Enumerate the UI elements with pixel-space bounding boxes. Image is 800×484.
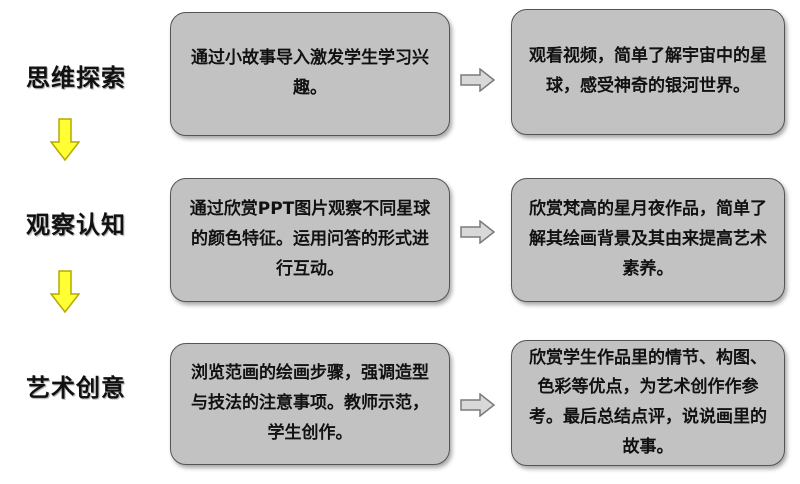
step-box-create-right: 欣赏学生作品里的情节、构图、色彩等优点，为艺术创作作参考。最后总结点评，说说画里… bbox=[511, 340, 785, 466]
stage-label-2: 观察认知 bbox=[26, 211, 126, 239]
step-text: 观看视频，简单了解宇宙中的星球，感受神奇的银河世界。 bbox=[529, 46, 767, 96]
step-text: 通过小故事导入激发学生学习兴趣。 bbox=[191, 48, 429, 98]
step-box-thinking-right: 观看视频，简单了解宇宙中的星球，感受神奇的银河世界。 bbox=[511, 9, 785, 135]
stage-label-3: 艺术创意 bbox=[26, 374, 126, 402]
step-box-observe-right: 欣赏梵高的星月夜作品，简单了解其绘画背景及其由来提高艺术素养。 bbox=[511, 178, 785, 302]
step-text: 欣赏学生作品里的情节、构图、色彩等优点，为艺术创作作参考。最后总结点评，说说画里… bbox=[529, 347, 767, 457]
step-box-observe-left: 通过欣赏PPT图片观察不同星球的颜色特征。运用问答的形式进行互动。 bbox=[170, 178, 450, 302]
right-arrow-icon-1 bbox=[460, 68, 496, 92]
step-box-thinking-left: 通过小故事导入激发学生学习兴趣。 bbox=[170, 12, 450, 136]
down-arrow-icon-2 bbox=[50, 270, 80, 314]
step-text: 欣赏梵高的星月夜作品，简单了解其绘画背景及其由来提高艺术素养。 bbox=[529, 199, 767, 279]
step-text: 通过欣赏PPT图片观察不同星球的颜色特征。运用问答的形式进行互动。 bbox=[189, 199, 431, 279]
stage-label-1: 思维探索 bbox=[26, 64, 126, 92]
step-text: 浏览范画的绘画步骤，强调造型与技法的注意事项。教师示范，学生创作。 bbox=[191, 363, 429, 443]
down-arrow-icon-1 bbox=[50, 118, 80, 162]
right-arrow-icon-3 bbox=[460, 393, 496, 417]
step-box-create-left: 浏览范画的绘画步骤，强调造型与技法的注意事项。教师示范，学生创作。 bbox=[170, 343, 450, 465]
right-arrow-icon-2 bbox=[460, 220, 496, 244]
